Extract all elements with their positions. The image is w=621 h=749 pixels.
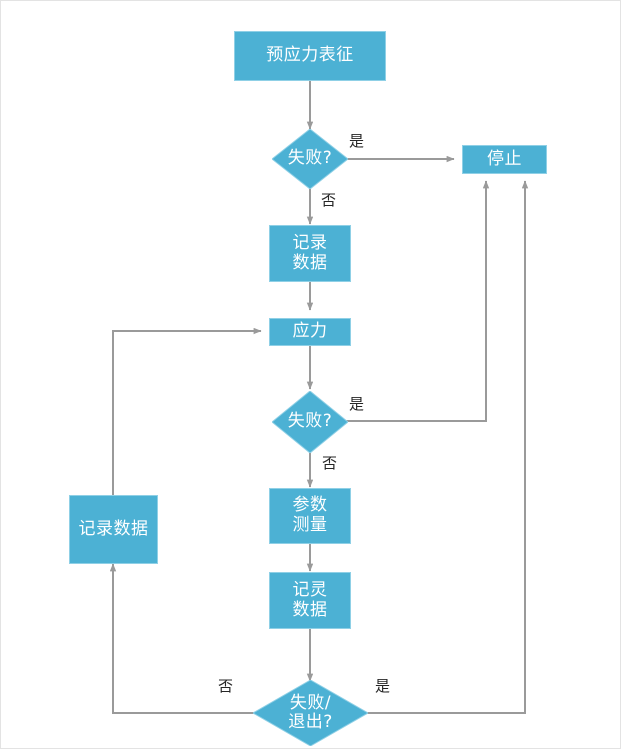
node-fail-decision-1[interactable]: 失败?	[272, 129, 348, 189]
node-label-prestress-characterization: 预应力表征	[266, 45, 354, 66]
node-record-data-left[interactable]: 记录数据	[69, 495, 158, 564]
node-record-data-1[interactable]: 记录 数据	[269, 225, 351, 282]
edge-failexit-yes-to-stop	[367, 180, 529, 714]
edge-recordleft-to-stress	[112, 327, 262, 496]
edge-label-yes-1: 是	[349, 132, 365, 150]
node-label-fail-decision-2: 失败?	[287, 411, 333, 432]
edge-label-yes-3: 是	[375, 677, 391, 695]
edge-label-no-2: 否	[322, 454, 338, 472]
node-parameter-measurement[interactable]: 参数 测量	[269, 488, 351, 544]
edge-label-yes-2: 是	[349, 395, 365, 413]
node-label-parameter-measurement: 参数 测量	[292, 495, 328, 535]
node-stop[interactable]: 停止	[462, 145, 547, 174]
diamond-shape-fail-decision-2	[272, 391, 348, 453]
node-prestress-characterization[interactable]: 预应力表征	[234, 31, 386, 81]
diamond-shape-fail-exit-decision	[253, 680, 368, 746]
node-label-stress: 应力	[292, 321, 328, 342]
diamond-shape-fail-decision-1	[272, 129, 348, 189]
node-stress[interactable]: 应力	[269, 318, 351, 346]
node-fail-decision-2[interactable]: 失败?	[272, 391, 348, 453]
node-record-data-2[interactable]: 记灵 数据	[269, 572, 351, 629]
node-label-stop: 停止	[487, 148, 522, 169]
node-label-record-data-1: 记录 数据	[292, 232, 328, 273]
edge-label-no-3: 否	[218, 677, 234, 695]
node-label-record-data-left: 记录数据	[78, 518, 149, 539]
node-label-record-data-2: 记灵 数据	[292, 579, 328, 620]
node-label-fail-decision-1: 失败?	[287, 148, 333, 169]
node-label-fail-exit-decision: 失败/ 退出?	[288, 692, 333, 732]
edge-fail2-yes-to-stop	[346, 180, 490, 422]
edge-label-no-1: 否	[321, 191, 337, 209]
node-fail-exit-decision[interactable]: 失败/ 退出?	[253, 680, 368, 746]
